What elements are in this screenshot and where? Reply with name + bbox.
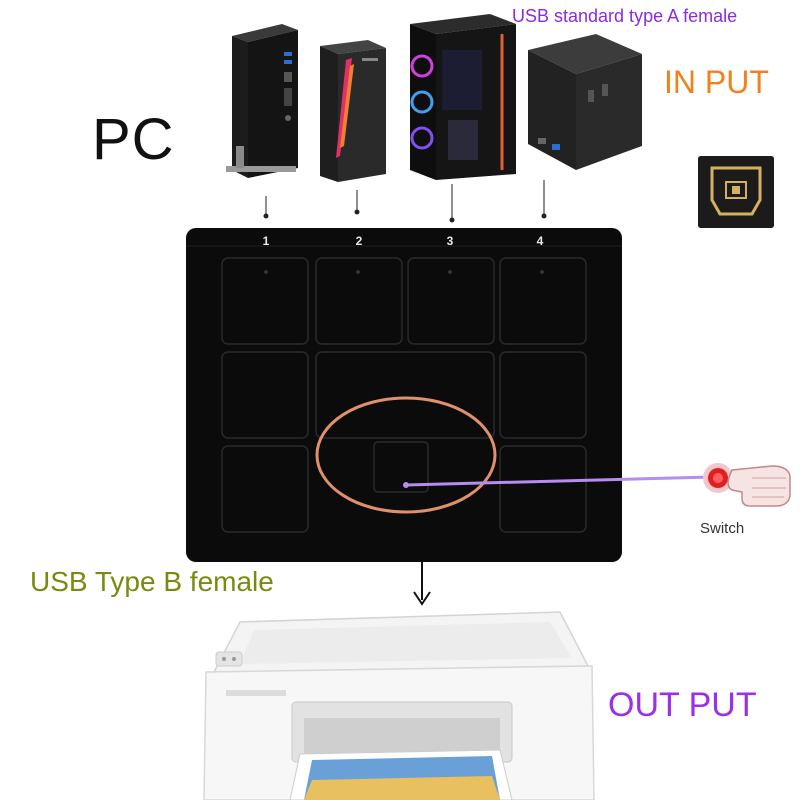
hand-press-icon xyxy=(703,463,791,507)
port-number-2: 2 xyxy=(355,234,363,248)
input-connector-leads xyxy=(263,180,547,223)
switch-highlight-ellipse xyxy=(315,396,497,514)
usb-a-label: USB standard type A female xyxy=(512,6,738,26)
switch-label: Switch xyxy=(700,520,745,537)
port-number-4: 4 xyxy=(536,234,544,248)
output-arrow xyxy=(413,562,431,606)
usb-b-label: USB Type B female xyxy=(30,566,274,597)
switch-callout xyxy=(315,396,713,514)
pc-label: PC xyxy=(92,107,175,172)
output-label: OUT PUT xyxy=(608,686,757,724)
mini-pc-icon xyxy=(528,34,642,170)
port-number-3: 3 xyxy=(446,234,454,248)
usb-b-port-icon xyxy=(698,156,774,228)
input-label: IN PUT xyxy=(664,64,769,100)
usb-switch-box xyxy=(186,228,622,562)
printer-icon xyxy=(203,611,595,800)
gaming-pc-icon xyxy=(320,40,386,182)
glass-case-pc-icon xyxy=(410,14,516,180)
port-number-1: 1 xyxy=(262,234,270,248)
computer-tower-icon xyxy=(226,24,298,178)
switch-pointer-line xyxy=(405,475,713,487)
switch-box-grid xyxy=(186,245,622,533)
